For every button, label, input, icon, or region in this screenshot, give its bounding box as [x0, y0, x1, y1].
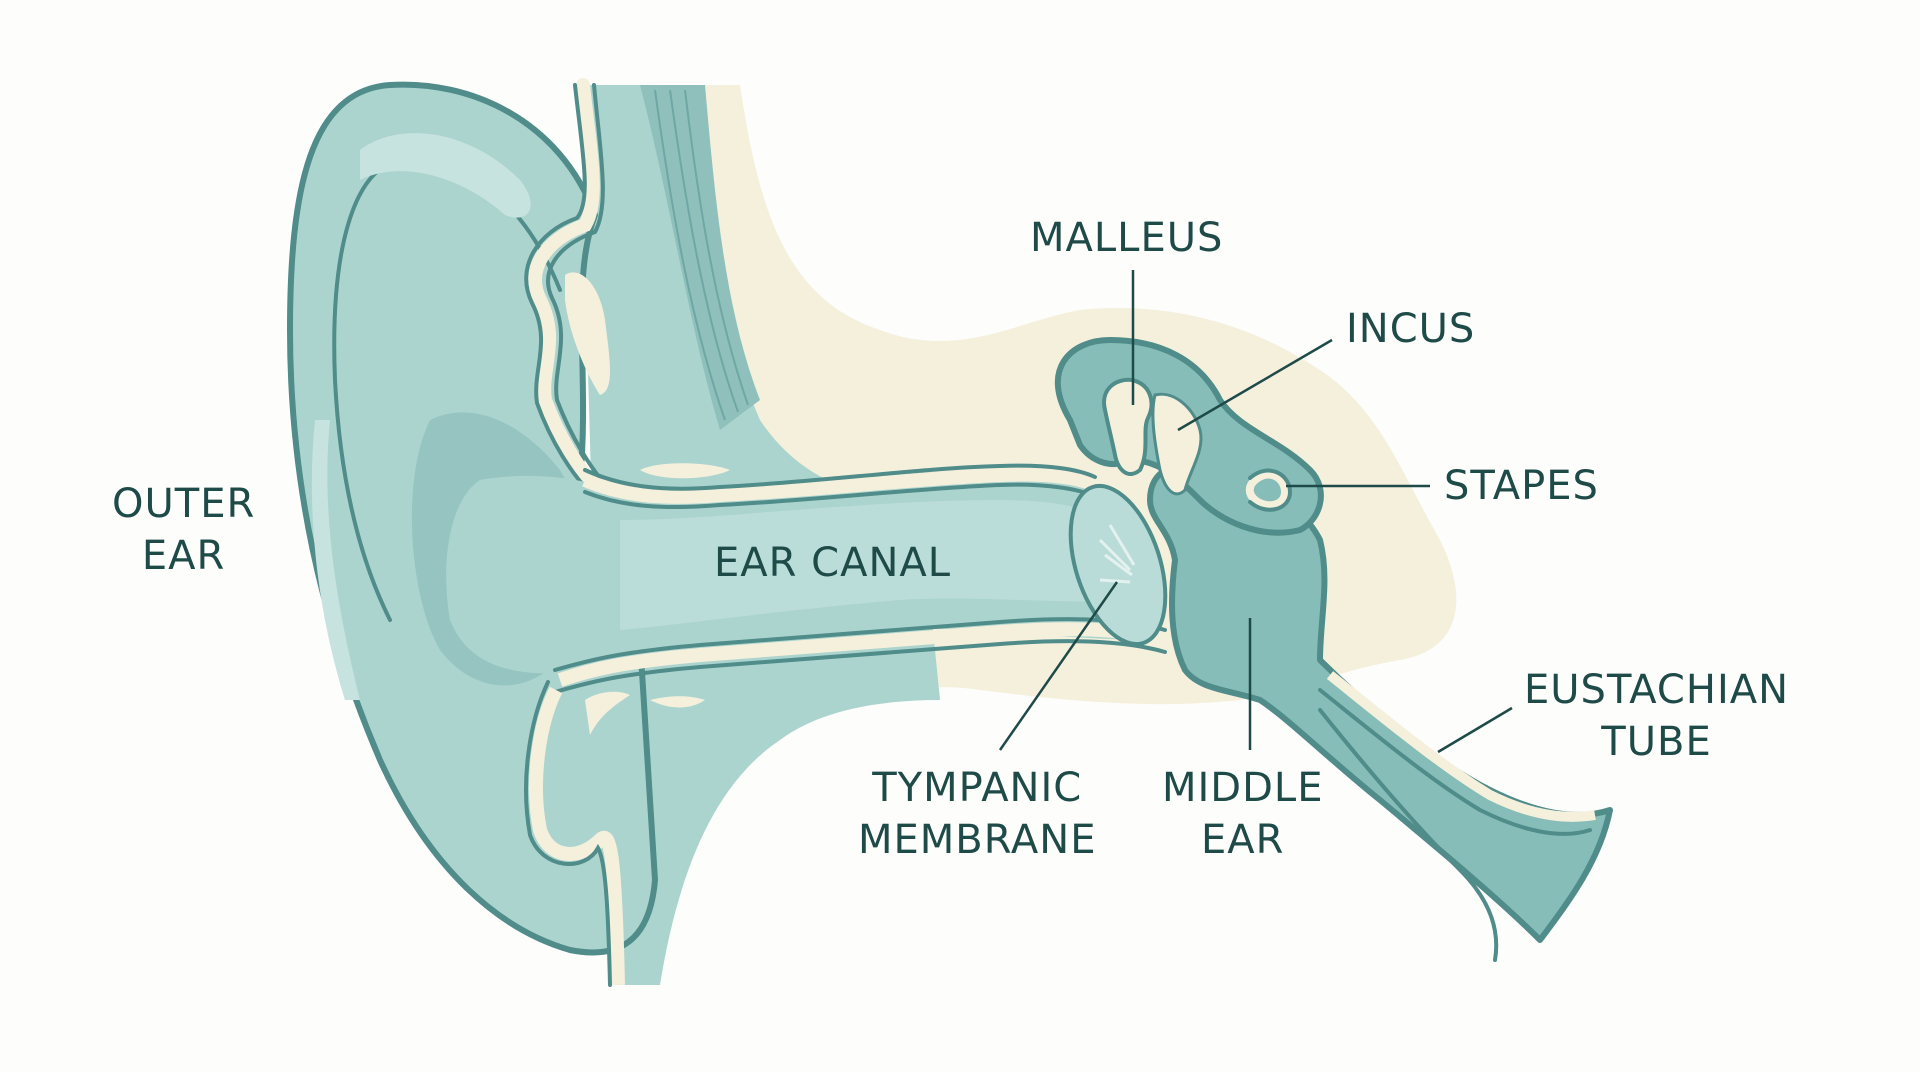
label-eustachian-tube: EUSTACHIAN TUBE	[1524, 664, 1789, 768]
incus-body	[1151, 392, 1203, 496]
label-outer-ear-line1: OUTER	[112, 481, 256, 527]
bone-highlight-3	[585, 691, 630, 735]
canal-wall-upper-b	[583, 482, 1097, 510]
malleus-head	[1102, 377, 1154, 476]
bone-highlight-4	[650, 696, 705, 708]
eustachian-leader	[1437, 706, 1513, 754]
label-middle-ear-line2: EAR	[1201, 817, 1285, 863]
label-outer-ear: OUTER EAR	[112, 478, 255, 582]
canal-wall-upper-cream	[582, 467, 1098, 504]
label-stapes: STAPES	[1444, 463, 1599, 509]
lower-skin-fold-outline	[524, 680, 612, 987]
tympanic-membrane-rays	[1098, 524, 1136, 584]
ear-canal-lighter	[620, 500, 1130, 630]
eustachian-tube-lower-line	[1318, 708, 1499, 962]
muscle-striations	[654, 89, 749, 421]
label-middle-ear-line1: MIDDLE	[1162, 765, 1324, 811]
eustachian-tube-cream	[1326, 671, 1596, 822]
canal-wall-lower-b	[553, 639, 1167, 694]
label-tympanic-membrane: TYMPANIC MEMBRANE	[858, 762, 1096, 866]
label-malleus: MALLEUS	[1030, 215, 1224, 261]
canal-wall-upper-a	[583, 463, 1097, 491]
lower-skin-fold	[529, 686, 625, 986]
canal-wall-lower-a	[553, 617, 1167, 672]
lobule-highlight	[311, 420, 360, 700]
label-outer-ear-line2: EAR	[141, 533, 226, 579]
helix-highlight	[360, 133, 531, 218]
label-eustachian-line2: TUBE	[1601, 719, 1712, 765]
bone-highlight-1	[565, 272, 610, 395]
label-incus: INCUS	[1346, 306, 1476, 352]
stapes-ring	[1245, 470, 1290, 510]
tympanic-leader	[998, 581, 1119, 751]
label-tympanic-line1: TYMPANIC	[872, 765, 1083, 811]
incus-leader	[1177, 338, 1333, 432]
stapes-outline	[1248, 468, 1293, 512]
canal-wall-lower-cream	[557, 622, 1163, 687]
eustachian-tube-inner	[1318, 688, 1592, 836]
middle-ear-cavity	[1147, 463, 1613, 943]
bone-highlight-2	[640, 463, 730, 479]
label-middle-ear: MIDDLE EAR	[1162, 762, 1323, 866]
label-ear-canal: EAR CANAL	[714, 540, 952, 586]
label-eustachian-line1: EUSTACHIAN	[1524, 667, 1790, 713]
skin-fold-outline-inner	[546, 83, 605, 480]
label-tympanic-line2: MEMBRANE	[858, 817, 1097, 863]
skin-fold-outline-outer	[524, 83, 587, 489]
